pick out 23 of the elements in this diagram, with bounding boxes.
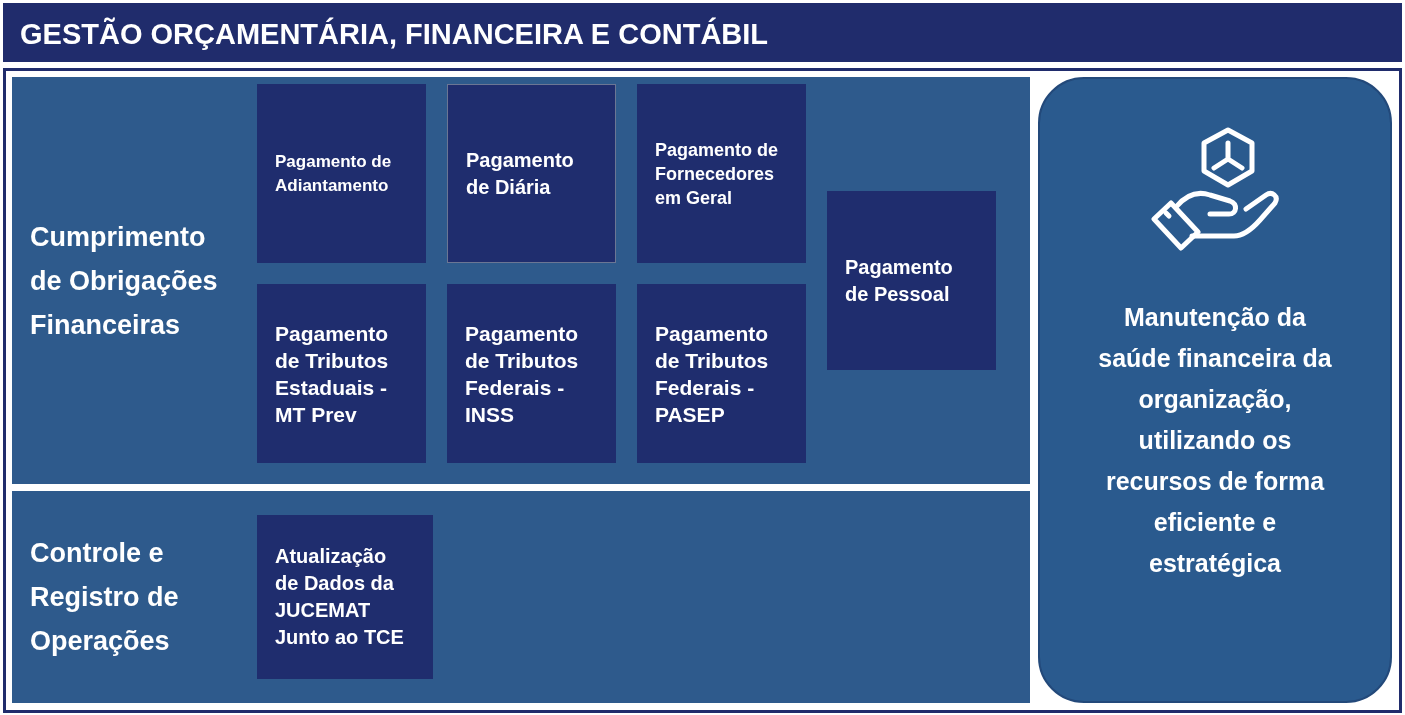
process-box [637, 84, 806, 263]
process-box [257, 515, 433, 679]
group-heading: Cumprimento de Obrigações Financeiras [30, 221, 219, 342]
goal-panel [1038, 77, 1392, 703]
process-box [447, 84, 616, 263]
box-label: Pagamento de Fornecedores em Geral [655, 138, 780, 210]
process-box [257, 84, 426, 263]
box-label: Pagamento de Diária [466, 147, 575, 200]
box-label: Pagamento de Tributos Federais - INSS [465, 320, 580, 428]
box-label: Atualização de Dados da JUCEMAT Junto ao TCE [275, 544, 405, 650]
box-label: Pagamento de Tributos Federais - PASEP [655, 320, 770, 428]
title: GESTÃO ORÇAMENTÁRIA, FINANCEIRA E CONTÁBIL [20, 16, 769, 52]
box-label: Pagamento de Pessoal [845, 254, 954, 307]
group-panel [12, 491, 1030, 703]
group-panel [12, 77, 1030, 484]
process-box [637, 284, 806, 463]
process-box [257, 284, 426, 463]
process-box [827, 191, 996, 370]
group-heading: Controle e Registro de Operações [30, 537, 180, 658]
process-box [447, 284, 616, 463]
box-label: Pagamento de Adiantamento [275, 150, 393, 197]
goal-text: Manutenção da saúde financeira da organização, utilizando os recursos de forma eficiente e estratégica [1097, 302, 1333, 579]
box-label: Pagamento de Tributos Estaduais - MT Prev [275, 320, 390, 428]
